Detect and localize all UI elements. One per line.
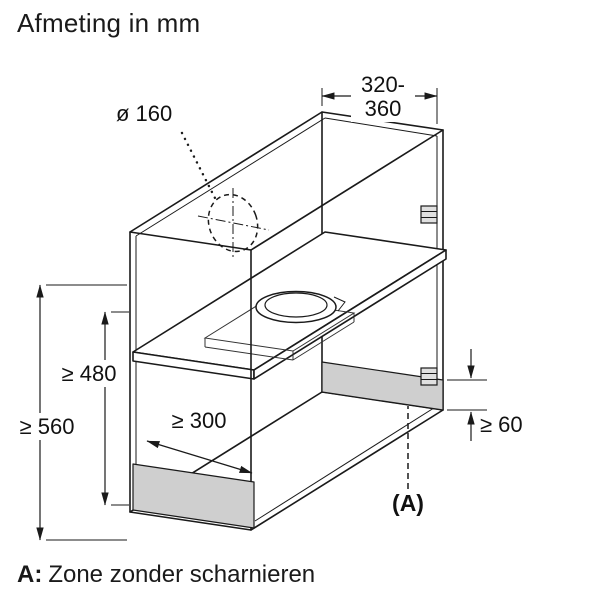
dim-zone-height: ≥ 60 xyxy=(447,349,523,441)
dim-zone-height-label: ≥ 60 xyxy=(480,412,523,437)
hinge-block-top xyxy=(420,205,438,224)
legend-key: A: xyxy=(17,561,43,588)
dim-hole-diameter-label: ø 160 xyxy=(116,101,172,126)
dim-height-inner-label: ≥ 480 xyxy=(62,361,117,386)
dim-depth: 320- 360 xyxy=(321,72,438,124)
zone-a-label: (A) xyxy=(392,490,424,516)
zone-a-strip-front xyxy=(132,463,255,529)
zone-a-strip-back xyxy=(321,361,444,411)
hinge-block-bottom xyxy=(420,367,438,386)
duct-collar xyxy=(255,290,346,324)
legend-text: Zone zonder scharnieren xyxy=(48,561,316,588)
dim-depth-label-1: 320- xyxy=(361,72,405,97)
zone-a-callout: (A) xyxy=(392,406,424,516)
dim-depth-clearance: ≥ 300 xyxy=(146,408,253,474)
duct-hole-circle xyxy=(180,131,270,258)
dim-height-outer-label: ≥ 560 xyxy=(20,414,75,439)
page-title: Afmeting in mm xyxy=(17,8,201,38)
dim-height-inner: ≥ 480 xyxy=(54,311,129,506)
legend-note: A:Zone zonder scharnieren xyxy=(17,561,315,589)
dim-depth-label-2: 360 xyxy=(365,96,402,121)
dim-depth-clearance-label: ≥ 300 xyxy=(172,408,227,433)
hole-leader-line xyxy=(180,131,218,202)
hood-duct-box xyxy=(203,299,356,361)
dim-height-outer: ≥ 560 xyxy=(13,284,127,541)
